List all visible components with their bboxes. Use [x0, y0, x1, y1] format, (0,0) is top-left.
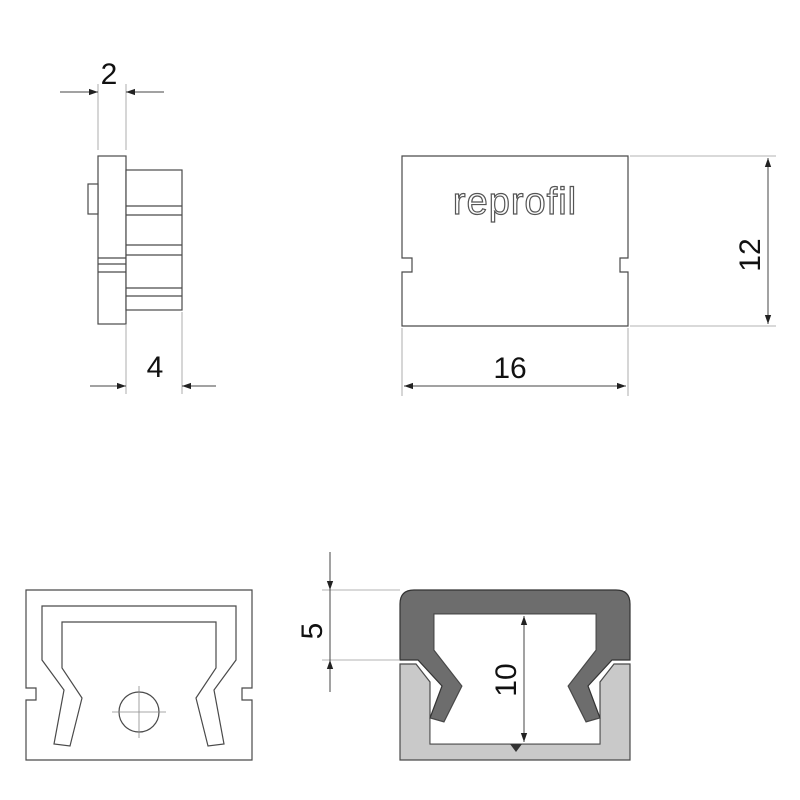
end-cap-flange — [97, 155, 127, 325]
profile-section: 5 10 — [296, 552, 631, 761]
screw-hole-icon — [112, 686, 166, 738]
dimension-label-plug-depth: 4 — [147, 351, 164, 384]
end-cap-plug — [125, 169, 183, 311]
profile-outline — [41, 605, 237, 747]
dimension-label-height: 12 — [734, 238, 767, 271]
profile-channel — [429, 613, 601, 745]
end-cap-back — [25, 589, 253, 761]
dimension-label-lid-depth: 5 — [296, 623, 329, 640]
front-view: reprofil 16 12 — [401, 155, 776, 396]
dimension-label-width: 16 — [493, 352, 526, 385]
dimension-label-inner-height: 10 — [490, 663, 523, 696]
side-view: 2 4 — [60, 58, 216, 394]
end-cap-face — [401, 155, 629, 327]
profile-base — [399, 663, 631, 761]
dimension-inner-height: 10 — [490, 616, 528, 752]
dimension-lid-depth: 5 — [296, 552, 400, 692]
dimension-height: 12 — [630, 155, 776, 327]
dimension-label-thickness: 2 — [101, 58, 118, 91]
dimension-plug-depth: 4 — [90, 312, 216, 394]
end-cap-nub — [87, 183, 99, 215]
dimension-thickness: 2 — [60, 58, 164, 150]
back-view — [25, 589, 253, 761]
dimension-width: 16 — [401, 328, 629, 396]
brand-logo: reprofil — [453, 181, 577, 223]
